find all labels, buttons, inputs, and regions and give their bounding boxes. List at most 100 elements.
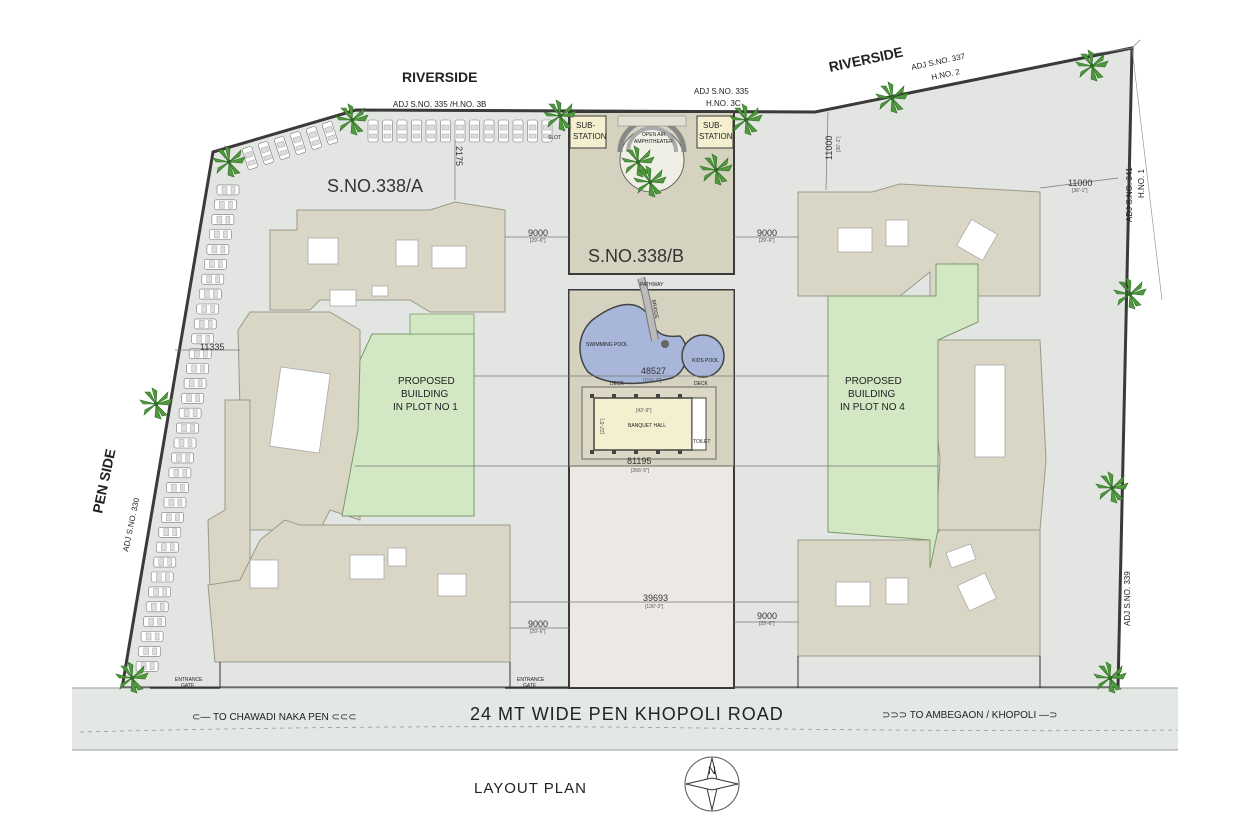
label-plot4-b: BUILDING	[848, 389, 895, 400]
dim-9000-tl: 9000	[528, 228, 548, 238]
car-parking-icon	[483, 119, 495, 143]
plot-1-green	[341, 333, 475, 517]
dim-11335: 11335	[200, 342, 224, 352]
label-entrance-gate-left-b: GATE	[181, 683, 195, 689]
plot-4-building	[797, 183, 1047, 657]
dim-11000-right-ft: [36'-1"]	[1072, 188, 1088, 194]
car-parking-icon	[163, 497, 187, 508]
car-parking-icon	[168, 467, 192, 479]
label-toilet: TOILET	[693, 439, 710, 445]
label-parking-slot: SLOT	[548, 135, 561, 141]
dim-81195-ft: [266'-5"]	[631, 468, 650, 474]
car-parking-icon	[440, 119, 451, 143]
label-adj-339: ADJ S.NO. 339	[1123, 571, 1132, 626]
label-entrance-gate-right-b: GATE	[523, 683, 537, 689]
label-deck-right: DECK	[694, 381, 709, 387]
label-banquet-hall: BANQUET HALL	[628, 423, 666, 429]
plot-4-green	[827, 263, 979, 569]
north-label: N	[708, 765, 716, 777]
label-deck-left: DECK	[610, 381, 625, 387]
label-pen-side: PEN SIDE	[89, 447, 118, 514]
car-parking-icon	[158, 526, 182, 538]
car-parking-icon	[150, 571, 174, 583]
dim-11000-top: 11000	[824, 136, 834, 160]
car-parking-icon	[211, 214, 235, 225]
label-adj-335-3b: ADJ S.NO. 335 /H.NO. 3B	[393, 100, 486, 109]
label-adj-335-3c-b: H.NO. 3C	[706, 99, 741, 108]
label-adj-335-3c-a: ADJ S.NO. 335	[694, 87, 749, 96]
dim-hall-width: [43'-9"]	[636, 408, 652, 414]
car-parking-icon	[469, 119, 480, 143]
sub-station-right	[696, 115, 734, 149]
car-parking-icon	[166, 482, 189, 493]
car-parking-icon	[382, 119, 393, 143]
dim-39693: 39693	[643, 593, 668, 603]
label-amphitheater-b: AMPHITHEATER	[634, 139, 673, 145]
label-sub-station-left-b: STATION	[573, 132, 607, 141]
car-parking-icon	[140, 631, 164, 642]
car-parking-icon	[145, 601, 169, 613]
label-riverside-right: RIVERSIDE	[827, 44, 904, 75]
car-parking-icon	[214, 199, 237, 211]
dim-9000-bl: 9000	[528, 619, 548, 629]
north-arrow-icon: N	[684, 756, 740, 812]
label-swimming-pool: SWIMMING POOL	[586, 342, 628, 348]
car-parking-icon	[135, 660, 159, 672]
label-plot4-a: PROPOSED	[845, 376, 902, 387]
label-kids-pool: KIDS POOL	[692, 358, 719, 364]
car-parking-icon	[153, 556, 177, 568]
car-parking-icon	[186, 363, 209, 374]
dim-81195: 81195	[627, 456, 651, 466]
dim-11000-top-ft: [36'-1"]	[836, 136, 842, 152]
label-pathway: PATHWAY	[640, 282, 664, 288]
label-adj-337-b: H.NO. 2	[931, 67, 962, 82]
kids-pool	[681, 334, 725, 378]
label-entrance-gate-right-a: ENTRANCE	[517, 677, 545, 683]
banquet-hall	[593, 397, 693, 451]
label-entrance-gate-left-a: ENTRANCE	[175, 677, 203, 683]
label-to-chawadi: ⊂— TO CHAWADI NAKA PEN ⊂⊂⊂	[192, 712, 357, 723]
car-parking-icon	[206, 244, 230, 255]
car-parking-icon	[176, 422, 199, 434]
car-parking-icon	[425, 119, 437, 143]
label-sub-station-right-a: SUB-	[703, 121, 722, 130]
dim-9000-tr-ft: [29'-6"]	[759, 238, 775, 244]
car-parking-icon	[209, 229, 232, 240]
car-parking-icon	[498, 119, 509, 143]
label-sub-station-left-a: SUB-	[576, 121, 595, 130]
car-parking-icon	[183, 378, 207, 389]
sub-station-left	[569, 115, 607, 149]
label-amphitheater-a: OPEN AIR	[642, 132, 666, 138]
label-adj-341-a: ADJ S.NO. 341	[1125, 167, 1134, 222]
car-parking-icon	[201, 273, 225, 285]
dim-9000-br-ft: [29'-6"]	[759, 621, 775, 627]
car-parking-icon	[138, 646, 161, 657]
car-parking-icon	[143, 616, 166, 627]
label-riverside-left: RIVERSIDE	[402, 69, 477, 85]
car-parking-icon	[204, 258, 227, 270]
label-plot1-b: BUILDING	[401, 389, 448, 400]
label-bridge: BRIDGE	[650, 299, 659, 320]
label-adj-330: ADJ S.NO. 330	[121, 497, 141, 553]
label-sno-338b: S.NO.338/B	[588, 246, 684, 266]
dim-9000-tl-ft: [29'-6"]	[530, 238, 546, 244]
car-parking-icon	[411, 119, 422, 143]
dim-2175: 2175	[454, 146, 464, 166]
label-plot1-c: IN PLOT NO 1	[393, 402, 458, 413]
car-parking-icon	[148, 586, 171, 598]
label-sub-station-right-b: STATION	[699, 132, 733, 141]
label-sno-338a: S.NO.338/A	[327, 176, 423, 196]
car-parking-icon	[193, 318, 217, 330]
label-plot1-a: PROPOSED	[398, 376, 455, 387]
car-parking-icon	[512, 119, 524, 143]
dim-9000-br: 9000	[757, 611, 777, 621]
label-road-name: 24 MT WIDE PEN KHOPOLI ROAD	[470, 704, 784, 724]
dim-9000-tr: 9000	[757, 228, 777, 238]
car-parking-icon	[161, 512, 184, 523]
car-parking-icon	[367, 119, 379, 143]
car-parking-icon	[181, 392, 204, 404]
car-parking-icon	[216, 184, 240, 196]
road	[72, 688, 1178, 750]
label-to-ambegaon: ⊃⊃⊃ TO AMBEGAON / KHOPOLI —⊃	[882, 710, 1057, 721]
